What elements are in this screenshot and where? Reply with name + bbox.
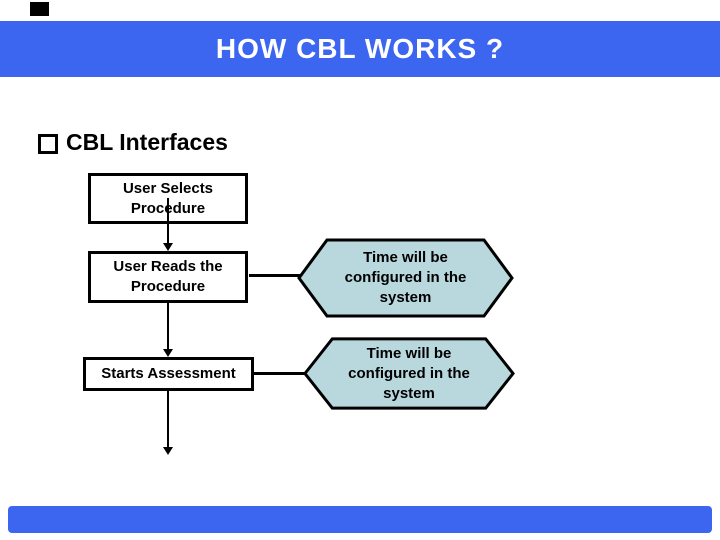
- arrowhead-down-icon: [163, 349, 173, 357]
- hexagon-polygon: [305, 339, 513, 408]
- hexagon-polygon: [299, 240, 512, 316]
- flow-box-label: User Reads the Procedure: [113, 258, 223, 295]
- top-left-accent-block: [30, 2, 49, 16]
- callout-label: Time will be configured in the system: [344, 249, 467, 306]
- connector-line-box3-callout2: [252, 372, 308, 375]
- bottom-accent-bar: [8, 506, 712, 533]
- connector-line-box3-end: [167, 391, 169, 447]
- callout-hexagon-time-configured-2: Time will be configured in the system: [303, 337, 515, 410]
- slide-title: HOW CBL WORKS ?: [215, 33, 505, 64]
- arrowhead-down-icon: [163, 447, 173, 455]
- flow-box-starts-assessment: Starts Assessment: [83, 357, 254, 391]
- connector-line-box1-box2: [167, 198, 169, 246]
- arrowhead-down-icon: [163, 243, 173, 251]
- callout-label: Time will be configured in the system: [348, 344, 470, 402]
- flow-box-label: Starts Assessment: [101, 365, 236, 382]
- hexagon-shape: [297, 238, 514, 318]
- hexagon-shape: [303, 337, 515, 410]
- flow-box-user-reads-procedure: User Reads the Procedure: [88, 251, 248, 303]
- bullet-heading: CBL Interfaces: [38, 129, 228, 156]
- connector-line-box2-box3: [167, 303, 169, 351]
- square-bullet-icon: [38, 133, 58, 154]
- title-bar: HOW CBL WORKS ?: [0, 21, 720, 77]
- connector-line-box2-callout1: [249, 274, 301, 277]
- bullet-heading-label: CBL Interfaces: [66, 129, 228, 155]
- callout-hexagon-time-configured-1: Time will be configured in the system: [297, 238, 514, 318]
